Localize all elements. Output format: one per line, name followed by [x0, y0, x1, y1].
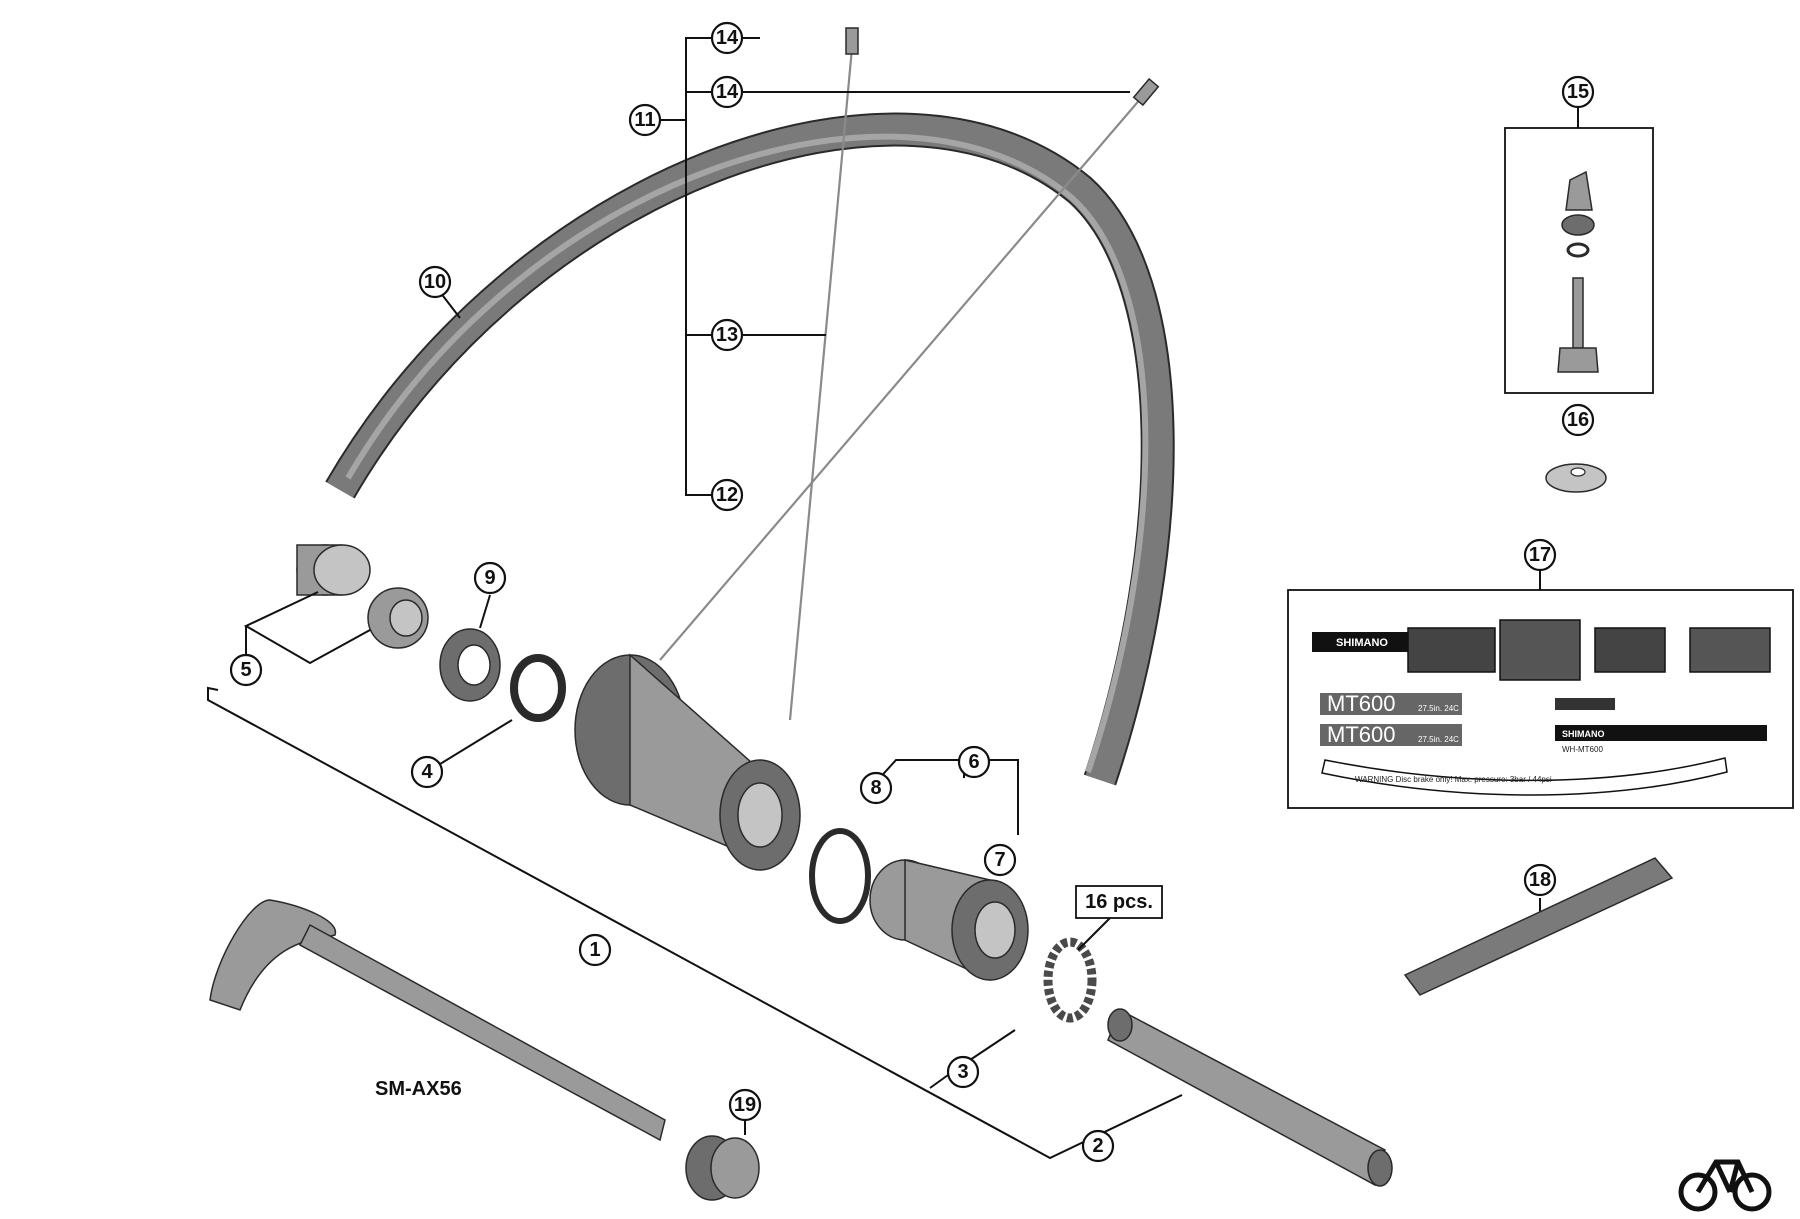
- callout-3: 3: [946, 1055, 980, 1089]
- bicycle-icon: [1678, 1159, 1772, 1212]
- callout-15: 15: [1561, 75, 1595, 109]
- decal-small-strip: [1555, 698, 1615, 710]
- decal-warning-text: WARNING Disc brake only! Max. pressure: …: [1355, 775, 1552, 784]
- callout-8: 8: [859, 771, 893, 805]
- decal-small-brand: SHIMANO: [1562, 729, 1605, 739]
- rim-tape: [1403, 857, 1674, 996]
- thru-axle: [209, 899, 666, 1142]
- callout-number: 4: [421, 761, 433, 783]
- callout-number: 11: [634, 109, 655, 131]
- spoke-nipple-right: [1132, 77, 1160, 107]
- callout-number: 7: [994, 849, 1005, 871]
- callout-number: 14: [716, 27, 739, 49]
- valve-grommet: [1545, 463, 1607, 493]
- decal-size-text-2: 27.5in. 24C: [1418, 735, 1459, 744]
- callout-number: 14: [716, 81, 739, 103]
- callout-2: 2: [1081, 1129, 1115, 1163]
- callout-9: 9: [473, 561, 507, 595]
- callout-number: 8: [870, 777, 881, 799]
- spoke-nipple-top: [845, 27, 859, 55]
- decal-small-brand-strip: [1555, 725, 1767, 741]
- washer: [439, 628, 501, 702]
- callout-number: 5: [240, 659, 251, 681]
- callout-14: 14: [710, 21, 744, 55]
- axle-nut: [685, 1135, 760, 1201]
- callout-number: 17: [1529, 544, 1551, 566]
- callout-4: 4: [410, 755, 444, 789]
- callout-13: 13: [710, 318, 744, 352]
- hub-axle: [1107, 1008, 1393, 1187]
- callout-1: 1: [578, 933, 612, 967]
- callout-number: 9: [484, 567, 495, 589]
- ball-quantity-box: 16 pcs.: [1075, 885, 1163, 919]
- hub-body: [574, 653, 801, 871]
- spokes: [659, 47, 1149, 721]
- ball-quantity-label: 16 pcs.: [1085, 891, 1153, 913]
- valve-kit-box: [1504, 127, 1654, 394]
- callout-17: 17: [1523, 538, 1557, 572]
- callout-number: 12: [716, 484, 738, 506]
- callout-7: 7: [983, 843, 1017, 877]
- callout-number: 18: [1529, 869, 1551, 891]
- rim: [325, 112, 1175, 786]
- callout-19: 19: [728, 1088, 762, 1122]
- decal-brand-text: SHIMANO: [1336, 637, 1388, 649]
- callout-number: 15: [1567, 81, 1589, 103]
- callout-number: 16: [1567, 409, 1589, 431]
- decal-model-text-1: MT600: [1327, 691, 1395, 716]
- callout-number: 1: [589, 939, 600, 961]
- callout-number: 10: [424, 271, 446, 293]
- thru-axle-model-label: SM-AX56: [375, 1078, 462, 1100]
- ball-bearing-set: [1043, 937, 1097, 1023]
- callout-16: 16: [1561, 403, 1595, 437]
- callout-14-b: 14: [710, 75, 744, 109]
- callout-number: 6: [968, 751, 979, 773]
- callout-number: 2: [1092, 1135, 1103, 1157]
- callout-number: 3: [957, 1061, 968, 1083]
- decal-graphic-block: [1407, 619, 1771, 681]
- hub-lock-nut: [367, 587, 429, 649]
- decal-warning-strip: [1321, 757, 1728, 796]
- decal-model-strip-2: [1320, 724, 1462, 746]
- callout-5: 5: [229, 653, 263, 687]
- callout-11: 11: [628, 103, 662, 137]
- bearing: [510, 654, 566, 722]
- decal-sheet: SHIMANO MT600 27.5in. 24C MT600 27.5in. …: [1287, 589, 1794, 809]
- decal-small-code: WH-MT600: [1562, 745, 1603, 754]
- callout-6: 6: [957, 745, 991, 779]
- callout-number: 19: [734, 1094, 756, 1116]
- callout-18: 18: [1523, 863, 1557, 897]
- callout-number: 13: [716, 324, 738, 346]
- hub-end-cap: [296, 544, 371, 596]
- decal-size-text-1: 27.5in. 24C: [1418, 704, 1459, 713]
- decal-brand-strip: [1312, 632, 1412, 652]
- decal-model-strip-1: [1320, 693, 1462, 715]
- o-ring: [809, 828, 871, 924]
- decal-model-text-2: MT600: [1327, 722, 1395, 747]
- callout-10: 10: [418, 265, 452, 299]
- freehub-body: [869, 859, 1029, 982]
- callout-12: 12: [710, 478, 744, 512]
